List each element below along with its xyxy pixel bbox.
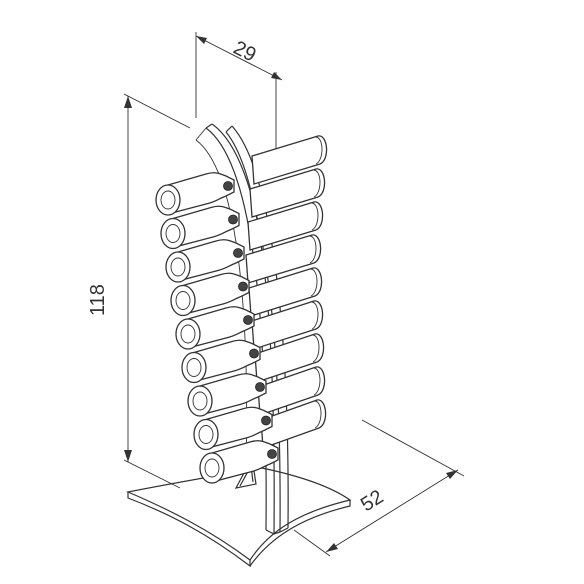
left-bottle bbox=[193, 406, 273, 451]
right-bottle bbox=[245, 234, 322, 284]
rack-peg bbox=[267, 449, 277, 459]
rack-peg bbox=[223, 181, 233, 191]
left-bottle bbox=[155, 172, 235, 216]
rack-peg bbox=[228, 214, 238, 225]
left-bottle bbox=[170, 272, 250, 317]
dimension-depth-label: 29 bbox=[230, 37, 260, 67]
rack-peg bbox=[261, 415, 271, 426]
right-bottle bbox=[247, 201, 324, 251]
rack-peg bbox=[255, 382, 265, 392]
left-bottle-column bbox=[155, 172, 279, 484]
dimension-width: 52 bbox=[293, 419, 465, 557]
right-bottle bbox=[260, 399, 327, 449]
left-bottle bbox=[181, 339, 261, 384]
left-bottle bbox=[199, 440, 279, 484]
rack-peg bbox=[238, 281, 248, 292]
right-bottle bbox=[248, 267, 323, 317]
right-bottle-column bbox=[245, 135, 328, 449]
dimension-depth: 29 bbox=[195, 32, 283, 160]
dimension-height: 118 bbox=[87, 93, 191, 489]
dimension-width-label: 52 bbox=[357, 486, 388, 516]
right-bottle bbox=[251, 135, 328, 185]
right-bottle bbox=[251, 300, 324, 350]
left-bottle bbox=[160, 205, 240, 250]
rack-peg bbox=[243, 315, 253, 325]
right-bottle bbox=[254, 333, 325, 383]
left-bottle bbox=[187, 373, 267, 417]
left-bottle bbox=[175, 306, 255, 350]
rack-peg bbox=[249, 348, 259, 359]
rack-peg bbox=[233, 248, 243, 258]
left-bottle bbox=[165, 239, 245, 283]
right-bottle bbox=[249, 168, 326, 218]
dimension-height-label: 118 bbox=[87, 284, 109, 316]
right-bottle bbox=[257, 366, 326, 416]
